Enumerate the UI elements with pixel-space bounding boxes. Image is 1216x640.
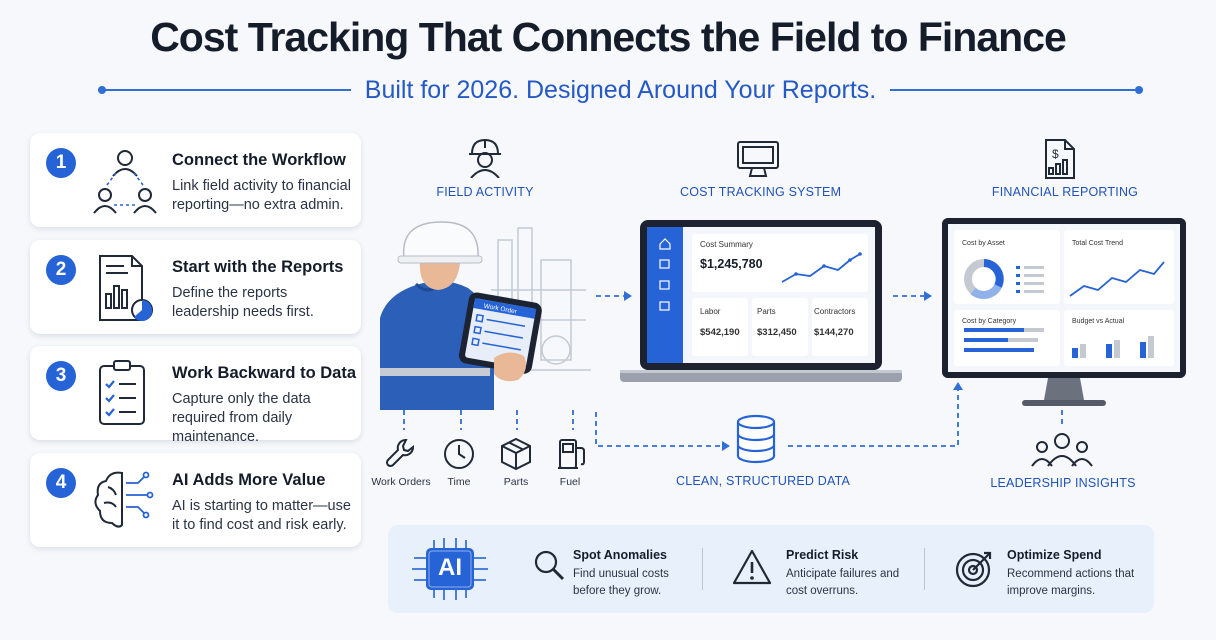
subtitle-divider-right xyxy=(890,86,1144,94)
stage-label-field: FIELD ACTIVITY xyxy=(436,185,534,199)
field-input-label: Fuel xyxy=(559,476,581,488)
laptop-summary-title: Cost Summary xyxy=(700,240,753,249)
ai-item-title: Predict Risk xyxy=(786,548,859,562)
target-icon xyxy=(955,551,992,588)
step-card-1: 1 Connect the Workflow Link field activi… xyxy=(30,133,361,227)
step-description: Link field activity to financial reporti… xyxy=(172,178,351,213)
brain-circuit-icon xyxy=(94,471,154,528)
ai-item-description: Recommend actions that improve margins. xyxy=(1007,568,1135,597)
wrench-icon xyxy=(385,439,414,468)
database-icon xyxy=(736,414,776,464)
laptop-card-value: $312,450 xyxy=(757,327,797,338)
step-title: AI Adds More Value xyxy=(172,471,326,489)
laptop-summary-value: $1,245,780 xyxy=(700,257,763,271)
step-title: Start with the Reports xyxy=(172,258,344,276)
step-number: 1 xyxy=(46,148,76,178)
laptop-card-label: Labor xyxy=(700,307,721,316)
step-title: Connect the Workflow xyxy=(172,151,346,169)
ai-panel-divider xyxy=(702,548,703,590)
report-chart-icon xyxy=(99,255,153,322)
ai-item-title: Optimize Spend xyxy=(1007,548,1102,562)
fuel-pump-icon xyxy=(558,439,585,469)
parts-box-icon xyxy=(501,437,531,471)
monitor-panel-title: Cost by Asset xyxy=(962,240,1005,247)
laptop-card-label: Parts xyxy=(757,307,776,316)
page-title: Cost Tracking That Connects the Field to… xyxy=(150,14,1067,60)
subtitle-row: Built for 2026. Designed Around Your Rep… xyxy=(98,74,1144,106)
field-worker-illustration: Work Order xyxy=(380,221,591,410)
step-number: 3 xyxy=(46,361,76,391)
ai-item-description: Anticipate failures and cost overruns. xyxy=(786,568,900,597)
ai-badge-text: AI xyxy=(438,554,462,581)
ai-value-panel xyxy=(388,525,1154,613)
field-input-label: Time xyxy=(447,476,471,488)
subtitle-divider-left xyxy=(98,86,351,94)
monitor-financial-dashboard xyxy=(942,218,1186,406)
laptop-card-label: Contractors xyxy=(814,307,856,316)
step-card-4: 4 AI Adds More Value AI is starting to m… xyxy=(30,453,361,547)
step-card-2: 2 Start with the Reports Define the repo… xyxy=(30,240,361,334)
clock-icon xyxy=(444,439,474,469)
magnifier-icon xyxy=(534,550,565,581)
step-description: Capture only the data required from dail… xyxy=(172,391,311,445)
stage-label-leadership: LEADERSHIP INSIGHTS xyxy=(990,476,1136,490)
worker-helmet-icon xyxy=(469,138,501,178)
step-number: 4 xyxy=(46,468,76,498)
step-description: AI is starting to matter—use it to find … xyxy=(172,498,351,533)
ai-item-title: Spot Anomalies xyxy=(573,548,667,562)
laptop-card-value: $542,190 xyxy=(700,327,740,338)
laptop-cost-summary xyxy=(620,220,902,382)
step-title: Work Backward to Data xyxy=(172,364,356,382)
stage-label-data: CLEAN, STRUCTURED DATA xyxy=(676,474,851,488)
financial-document-icon: $ xyxy=(1045,139,1075,179)
leadership-group-icon xyxy=(1031,433,1093,467)
step-number: 2 xyxy=(46,255,76,285)
ai-panel-divider xyxy=(924,548,925,590)
warning-icon xyxy=(732,549,772,585)
page-subtitle: Built for 2026. Designed Around Your Rep… xyxy=(364,75,877,104)
users-network-icon xyxy=(93,150,157,214)
monitor-panel-title: Total Cost Trend xyxy=(1072,240,1123,247)
field-input-label: Work Orders xyxy=(371,476,431,488)
stage-label-finance: FINANCIAL REPORTING xyxy=(991,185,1139,199)
laptop-card-value: $144,270 xyxy=(814,327,854,338)
step-description: Define the reports leadership needs firs… xyxy=(172,285,314,320)
field-input-label: Parts xyxy=(503,476,529,488)
ai-chip-icon xyxy=(412,538,488,600)
monitor-panel-title: Budget vs Actual xyxy=(1072,318,1125,325)
monitor-panel-title: Cost by Category xyxy=(962,318,1017,325)
stage-label-system: COST TRACKING SYSTEM xyxy=(680,185,842,199)
svg-text:$: $ xyxy=(1052,147,1059,161)
checklist-icon xyxy=(99,360,145,425)
ai-item-description: Find unusual costs before they grow. xyxy=(573,568,669,597)
monitor-icon xyxy=(737,141,779,177)
step-card-3: 3 Work Backward to Data Capture only the… xyxy=(30,346,361,445)
